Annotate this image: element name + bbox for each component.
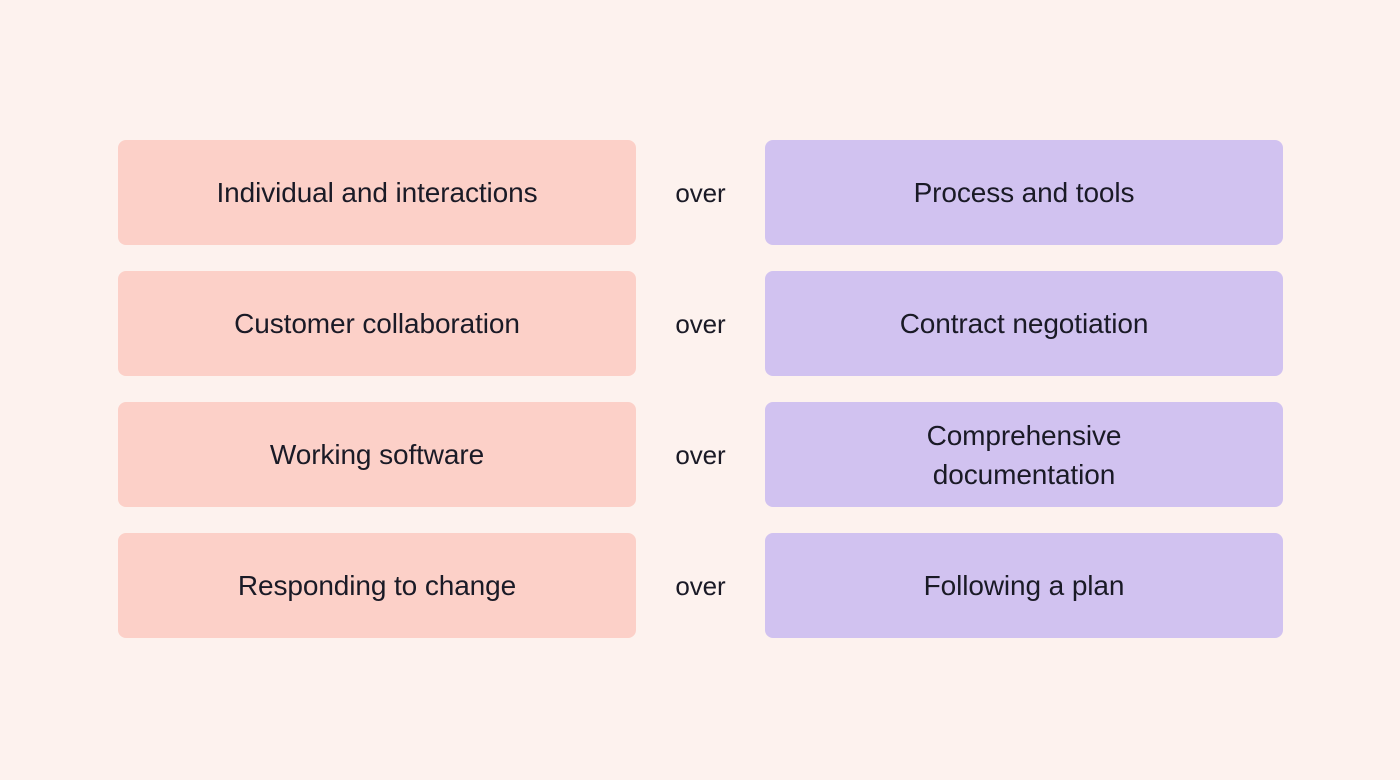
preferred-value-label: Customer collaboration — [234, 308, 520, 339]
value-row: Responding to change over Following a pl… — [118, 533, 1283, 638]
deprioritized-value-card[interactable]: Following a plan — [765, 533, 1283, 638]
deprioritized-value-label: Comprehensive documentation — [926, 419, 1122, 490]
preferred-value-label: Individual and interactions — [216, 177, 538, 208]
preferred-value-card[interactable]: Responding to change — [118, 533, 636, 638]
preferred-value-card[interactable]: Individual and interactions — [118, 140, 636, 245]
connector-label: over — [675, 308, 726, 339]
deprioritized-value-label: Contract negotiation — [899, 308, 1149, 339]
deprioritized-value-label: Following a plan — [923, 570, 1125, 601]
deprioritized-value-card[interactable]: Process and tools — [765, 140, 1283, 245]
value-row: Customer collaboration over Contract neg… — [118, 271, 1283, 376]
deprioritized-value-card[interactable]: Comprehensive documentation — [765, 402, 1283, 507]
connector: over — [636, 140, 765, 245]
preferred-value-card[interactable]: Customer collaboration — [118, 271, 636, 376]
preferred-value-label: Responding to change — [237, 570, 517, 601]
deprioritized-value-label: Process and tools — [913, 177, 1135, 208]
values-comparison-list: Individual and interactions over Process… — [118, 140, 1283, 638]
deprioritized-value-card[interactable]: Contract negotiation — [765, 271, 1283, 376]
connector-label: over — [675, 439, 726, 470]
value-row: Working software over Comprehensive docu… — [118, 402, 1283, 507]
preferred-value-label: Working software — [269, 439, 485, 470]
connector: over — [636, 533, 765, 638]
preferred-value-card[interactable]: Working software — [118, 402, 636, 507]
connector-label: over — [675, 177, 726, 208]
value-row: Individual and interactions over Process… — [118, 140, 1283, 245]
connector-label: over — [675, 570, 726, 601]
connector: over — [636, 271, 765, 376]
connector: over — [636, 402, 765, 507]
